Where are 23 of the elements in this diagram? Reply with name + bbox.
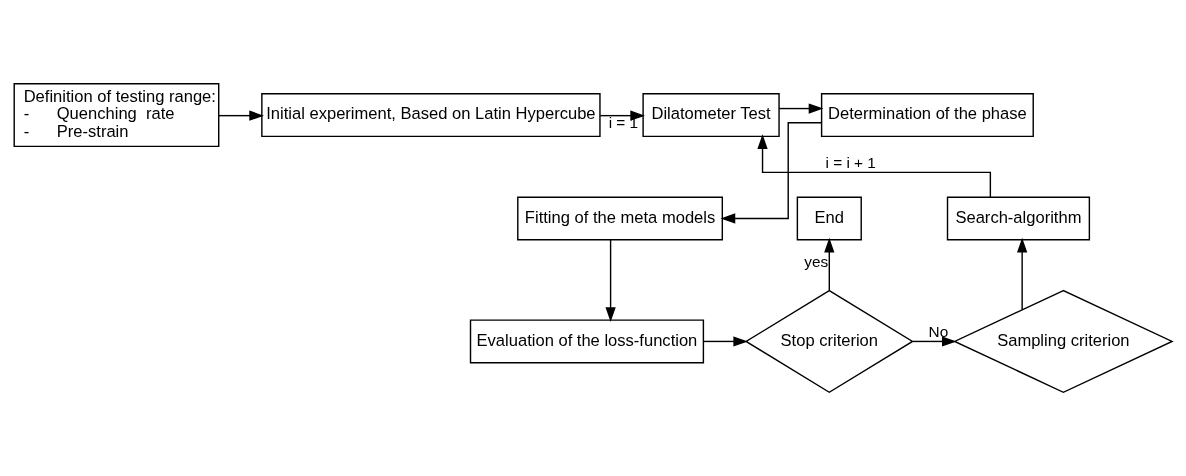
node-box: Evaluation of the loss-function <box>469 319 705 364</box>
arrow <box>757 134 992 198</box>
arrow <box>218 110 264 121</box>
arrow <box>702 336 749 347</box>
arrow <box>912 336 957 347</box>
edge-label: yes <box>804 252 829 270</box>
node-box: Initial experiment, Based on Latin Hypercube <box>261 93 601 138</box>
arrow <box>778 103 824 114</box>
arrow <box>824 237 835 292</box>
node-diamond: Sampling criterion <box>952 289 1174 394</box>
arrow <box>720 122 823 224</box>
arrow <box>599 110 645 121</box>
edge-label: i = i + 1 <box>825 154 876 172</box>
node-box: Definition of testing range: - Quenching rate - Pre-strain <box>13 83 220 148</box>
node-box: Fitting of the meta models <box>517 196 723 241</box>
node-box: End <box>796 196 862 241</box>
edge-label: No <box>928 323 949 341</box>
arrow <box>605 239 616 322</box>
node-diamond: Stop criterion <box>744 289 914 394</box>
arrow <box>1017 237 1028 311</box>
node-box: Search-algorithm <box>946 196 1091 241</box>
node-box: Determination of the phase <box>820 93 1034 138</box>
node-box: Dilatometer Test <box>642 93 780 138</box>
